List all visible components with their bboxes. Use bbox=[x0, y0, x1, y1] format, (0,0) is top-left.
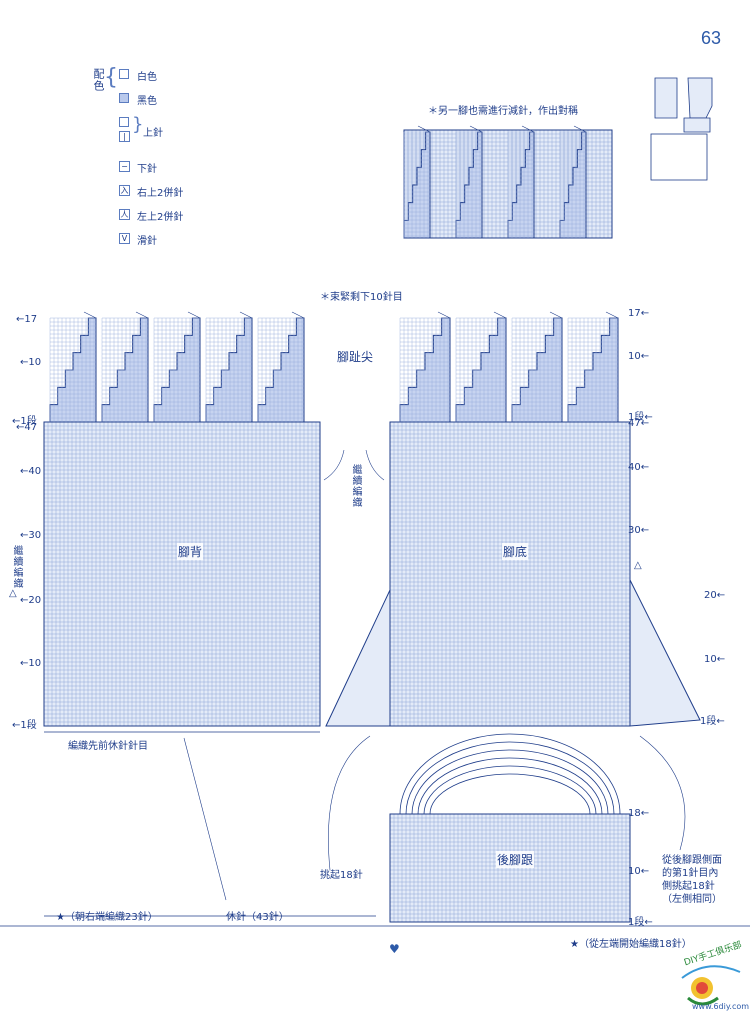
legend-slip-symbol: V bbox=[119, 233, 130, 244]
heel-row-label-1: 1段← bbox=[628, 917, 653, 928]
instep-label: 腳背 bbox=[177, 543, 204, 560]
toe-right-step-2 bbox=[511, 311, 563, 423]
gather-note: ＊束緊剩下10針目 bbox=[320, 292, 403, 303]
legend-knit-label: 上針 bbox=[143, 128, 163, 139]
legend-right-k2tog-label: 右上2併針 bbox=[137, 188, 184, 199]
toe-left-step-0 bbox=[49, 311, 97, 423]
heel-arc-1 bbox=[405, 741, 615, 815]
reference-toe-step-2 bbox=[507, 125, 535, 239]
knit-previous-note: 編織先前休針針目 bbox=[68, 741, 148, 752]
other-foot-note: ＊另一腳也需進行減針，作出對稱 bbox=[428, 106, 578, 117]
sock-thumb-box bbox=[650, 133, 708, 181]
page-number: 63 bbox=[701, 28, 722, 48]
row-label-right-10-top: 10← bbox=[628, 351, 650, 362]
pick-up-note: 挑起18針 bbox=[320, 870, 363, 881]
legend-brace: { bbox=[104, 65, 118, 90]
sole-label: 腳底 bbox=[502, 543, 529, 560]
toe-right-step-1 bbox=[455, 311, 507, 423]
logo-icon bbox=[681, 965, 741, 1006]
heel-label: 後腳跟 bbox=[496, 851, 535, 868]
continue-knit-left: 繼續編織 bbox=[11, 545, 22, 589]
legend-color-group-label: 配色 bbox=[92, 68, 105, 92]
row-label-left-47: ←47 bbox=[16, 422, 38, 433]
legend-knit-brace: } bbox=[132, 114, 144, 135]
heart-icon: ♥ bbox=[389, 942, 400, 956]
toe-label: 腳趾尖 bbox=[336, 348, 375, 365]
legend-left-k2tog-label: 左上2併針 bbox=[137, 212, 184, 223]
legend-purl-symbol: − bbox=[119, 161, 130, 172]
heel-arc-0 bbox=[399, 733, 621, 815]
reference-toe-step-0 bbox=[403, 125, 431, 239]
reference-toe-step-1 bbox=[455, 125, 483, 239]
rest-note: 休針（43針） bbox=[226, 912, 289, 923]
heel-arc-4 bbox=[423, 765, 597, 815]
sole-taper bbox=[325, 579, 701, 727]
pick-up-leader bbox=[328, 735, 371, 871]
legend-knit-swatch-empty bbox=[119, 117, 129, 127]
legend-black-label: 黑色 bbox=[137, 96, 157, 107]
row-label-left-1: ←1段 bbox=[12, 720, 37, 731]
toe-left-step-1 bbox=[101, 311, 149, 423]
row-label-left-1-top: ←1段 bbox=[12, 416, 37, 427]
legend-black-swatch bbox=[119, 93, 129, 103]
legend-white-label: 白色 bbox=[137, 72, 157, 83]
toe-left-step-4 bbox=[257, 311, 305, 423]
row-label-right-20: 20← bbox=[704, 590, 726, 601]
row-label-right-40: 40← bbox=[628, 462, 650, 473]
heel-arc-2 bbox=[411, 749, 609, 815]
row-label-right-47: 47← bbox=[628, 418, 650, 429]
toe-left-step-3 bbox=[205, 311, 253, 423]
knit-previous-leader bbox=[183, 737, 227, 901]
continue-knit-guide bbox=[323, 449, 385, 481]
instep-grid bbox=[43, 421, 321, 727]
continue-knit-center: 繼續編織 bbox=[350, 464, 361, 508]
heel-side-note: 從後腳跟側面 的第1針目內 側挑起18針 （左側相同） bbox=[662, 855, 722, 905]
reference-toe-step-3 bbox=[559, 125, 587, 239]
toe-left-step-2 bbox=[153, 311, 201, 423]
sock-thumb-toes bbox=[654, 77, 713, 119]
heel-grid bbox=[389, 813, 631, 923]
toe-right-step-3 bbox=[567, 311, 619, 423]
sole-grid bbox=[389, 421, 631, 727]
toe-right-step-0 bbox=[399, 311, 451, 423]
row-label-right-1: 1段← bbox=[700, 716, 725, 727]
legend-white-swatch bbox=[119, 69, 129, 79]
row-label-left-20: ←20 bbox=[20, 595, 42, 606]
row-label-left-40: ←40 bbox=[20, 466, 42, 477]
legend-purl-label: 下針 bbox=[137, 164, 157, 175]
legend-right-k2tog-symbol: 入 bbox=[119, 185, 130, 196]
logo-url: www.6diy.com bbox=[692, 1002, 750, 1011]
heel-row-label-18: 18← bbox=[628, 808, 650, 819]
row-label-right-17: 17← bbox=[628, 308, 650, 319]
sock-thumb-heel bbox=[683, 117, 711, 133]
legend-left-k2tog-symbol: 人 bbox=[119, 209, 130, 220]
continue-triangle-left: △ bbox=[9, 588, 17, 599]
star-left-note: ★（朝右端編織23針） bbox=[56, 912, 158, 923]
legend-slip-label: 滑針 bbox=[137, 236, 157, 247]
star-right-note: ★（從左端開始編織18針） bbox=[570, 939, 692, 950]
legend-knit-symbol: | bbox=[119, 131, 130, 142]
row-label-left-30: ←30 bbox=[20, 530, 42, 541]
row-label-left-10-top: ←10 bbox=[20, 357, 42, 368]
row-label-left-17: ←17 bbox=[16, 314, 38, 325]
continue-triangle-right: △ bbox=[634, 560, 642, 571]
site-logo: DIY手工俱乐部 www.6diy.com bbox=[678, 940, 750, 1013]
row-label-right-30: 30← bbox=[628, 525, 650, 536]
heel-arc-3 bbox=[417, 757, 603, 815]
row-label-right-1-top: 1段← bbox=[628, 412, 653, 423]
heel-row-label-10: 10← bbox=[628, 866, 650, 877]
row-label-right-10: 10← bbox=[704, 654, 726, 665]
heel-arc-5 bbox=[429, 773, 591, 815]
heel-side-leader bbox=[639, 735, 686, 851]
row-label-left-10: ←10 bbox=[20, 658, 42, 669]
legend: 配色 { 白色 黑色 | } 上針 − 下針 入 右上2併針 人 左上2併針 V… bbox=[90, 65, 220, 256]
